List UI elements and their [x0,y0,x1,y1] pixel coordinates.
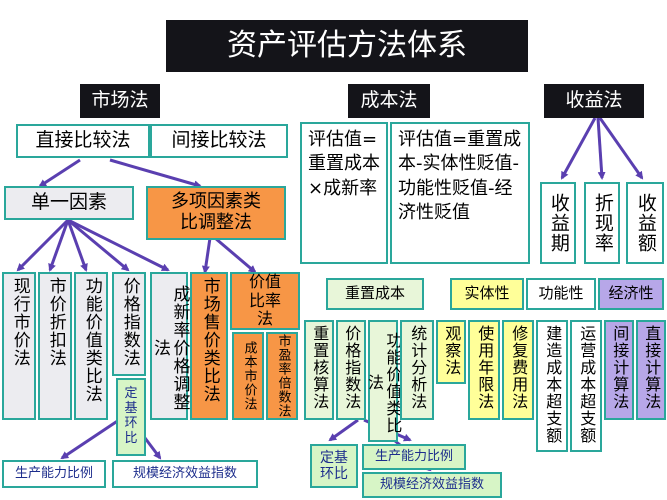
cost-leaf-statistical-analysis: 统计分析法 [400,320,434,420]
income-method-header: 收益法 [544,84,644,118]
market-leaf-current-price: 现行市价法 [2,272,36,420]
cost-leaf-repair-cost: 修复费用法 [502,320,534,420]
cost-physical: 实体性 [450,278,524,310]
market-method-header: 市场法 [80,84,160,118]
income-leaf-discount-rate: 折现率 [584,182,620,264]
cost-replacement-cost: 重置成本 [326,278,424,310]
cost-capacity-ratio: 生产能力比例 [362,444,466,470]
cost-leaf-useful-life: 使用年限法 [468,320,500,420]
direct-comparison-method: 直接比较法 [16,124,150,158]
ratio-child-cost-market: 成本市价法 [232,332,264,420]
income-leaf-amount: 收益额 [626,182,664,264]
cost-economic: 经济性 [598,278,664,310]
cost-leaf-indirect-calculation: 间接计算法 [604,320,634,420]
market-leaf-value-ratio: 价值比率法 [230,272,300,330]
cost-leaf-price-index: 价格指数法 [336,320,366,420]
multi-factor-adjustment-method: 多项因素类比调整法 [146,186,286,240]
income-leaf-period: 收益期 [540,182,576,264]
market-capacity-ratio: 生产能力比例 [2,460,106,488]
cost-leaf-construction-overrun: 建造成本超支额 [536,320,568,452]
market-leaf-depreciation-adjust: 成新率价格调整法 [150,272,190,420]
cost-leaf-direct-calculation: 直接计算法 [636,320,666,420]
indirect-comparison-method: 间接比较法 [150,124,288,158]
page-title: 资产评估方法体系 [166,20,528,72]
cost-formula-detailed: 评估值=重置成本-实体性贬值-功能性贬值-经济性贬值 [390,122,530,264]
market-scale-economy-index: 规模经济效益指数 [112,460,258,488]
cost-functional: 功能性 [526,278,596,310]
cost-leaf-replacement-accounting: 重置核算法 [304,320,334,420]
market-leaf-sale-price: 市场售价类比法 [190,272,228,420]
cost-scale-economy-index: 规模经济效益指数 [362,472,502,498]
cost-leaf-operating-overrun: 运营成本超支额 [570,320,602,452]
market-leaf-discount: 市价折扣法 [38,272,72,420]
single-factor: 单一因素 [4,186,134,220]
market-base-ring-index: 定基环比 [116,378,146,456]
cost-leaf-observation: 观察法 [436,320,466,384]
ratio-child-pe-multiple: 市盈率倍数法 [266,332,298,420]
cost-base-ring-index: 定基环比 [310,444,358,488]
cost-method-header: 成本法 [348,84,430,118]
cost-leaf-functional-value: 功能价值类比法 [365,320,402,442]
market-leaf-functional-value: 功能价值类比法 [74,272,108,420]
cost-formula-simple: 评估值=重置成本×成新率 [300,122,388,264]
market-leaf-price-index: 价格指数法 [112,272,146,376]
